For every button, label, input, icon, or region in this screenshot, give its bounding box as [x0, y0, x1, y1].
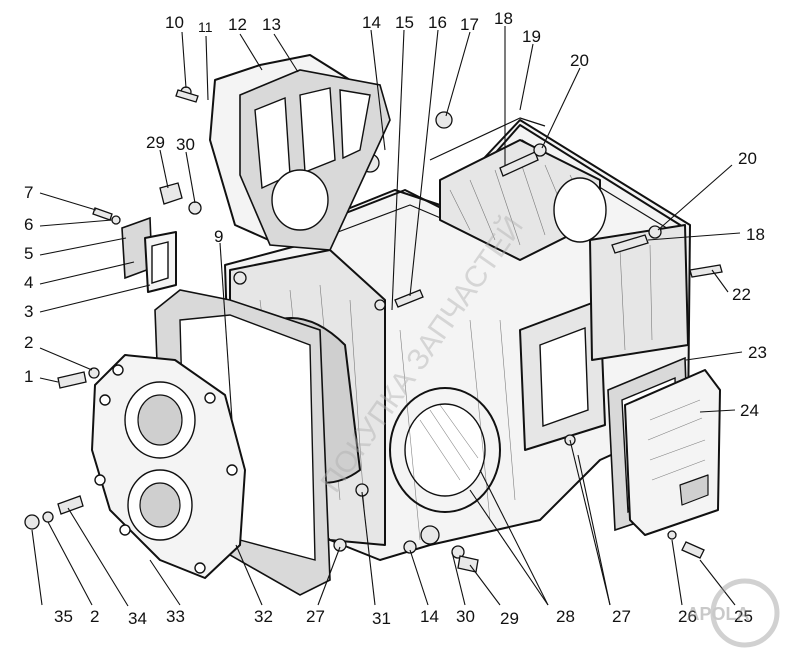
callout-label: 20: [570, 51, 589, 70]
callout-label: 14: [420, 607, 439, 626]
callout-label: 2: [90, 607, 99, 626]
callout-label: 30: [456, 607, 475, 626]
callout-label: 11: [198, 19, 213, 35]
callout-label: 9: [214, 227, 223, 246]
callout-label: 13: [262, 15, 281, 34]
callout-label: 33: [166, 607, 185, 626]
callout-label: 12: [228, 15, 247, 34]
callout-label: 6: [24, 215, 33, 234]
callout-label: 29: [500, 609, 519, 628]
logo-text: APOLA: [687, 604, 750, 624]
small-cover-and-gasket-left: [92, 182, 202, 293]
callout-label: 4: [24, 273, 33, 292]
callout-label: 18: [494, 9, 513, 28]
callout-label: 20: [738, 149, 757, 168]
callout-label: 15: [395, 13, 414, 32]
callout-label: 2: [24, 333, 33, 352]
callout-label: 30: [176, 135, 195, 154]
callout-label: 7: [24, 183, 33, 202]
callouts-top: 10 11 12 13 14 15 16 17 18 19 20: [165, 9, 589, 70]
callout-label: 18: [746, 225, 765, 244]
callouts-bottom: 35 2 34 33 32 27 31 14 30 29 28 27 26 25: [54, 607, 753, 628]
callout-label: 10: [165, 13, 184, 32]
callout-label: 27: [306, 607, 325, 626]
callout-label: 24: [740, 401, 759, 420]
callouts-left: 29 30 7 6 5 4 3 9 2 1: [24, 133, 223, 386]
callout-label: 23: [748, 343, 767, 362]
apola-logo: APOLA: [687, 578, 780, 648]
callout-label: 26: [678, 607, 697, 626]
front-cover-and-gasket: [24, 289, 331, 596]
callout-label: 29: [146, 133, 165, 152]
leader-lines: [31, 26, 743, 607]
callout-label: 22: [732, 285, 751, 304]
callout-label: 34: [128, 609, 147, 628]
callout-label: 17: [460, 15, 479, 34]
callout-label: 5: [24, 244, 33, 263]
callout-label: 28: [556, 607, 575, 626]
callout-label: 35: [54, 607, 73, 626]
callout-label: 14: [362, 13, 381, 32]
callout-label: 25: [734, 607, 753, 626]
top-cover-and-gasket: [175, 54, 391, 251]
callout-label: 31: [372, 609, 391, 628]
callout-label: 19: [522, 27, 541, 46]
callout-label: 27: [612, 607, 631, 626]
side-cover-and-gasket-right: [451, 264, 723, 573]
callout-label: 32: [254, 607, 273, 626]
callout-label: 1: [24, 367, 33, 386]
callouts-right: 20 18 22 23 24: [732, 149, 767, 420]
callout-label: 3: [24, 302, 33, 321]
callout-label: 16: [428, 13, 447, 32]
